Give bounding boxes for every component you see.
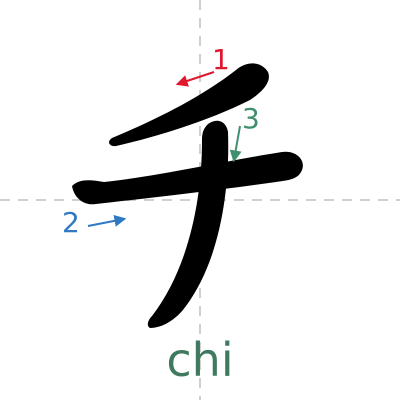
romaji-label: chi bbox=[166, 333, 234, 387]
stroke-2-direction-arrow bbox=[87, 214, 127, 227]
stroke-1-direction-arrow bbox=[175, 71, 215, 87]
stroke-3-direction-arrow bbox=[229, 125, 242, 163]
character-stroke-2 bbox=[72, 151, 303, 205]
character-stroke-3 bbox=[147, 120, 229, 328]
character-stroke-1 bbox=[109, 63, 269, 147]
stroke-number-1: 1 bbox=[212, 43, 230, 76]
stroke-number-2: 2 bbox=[62, 206, 80, 239]
stroke-number-3: 3 bbox=[242, 102, 260, 135]
